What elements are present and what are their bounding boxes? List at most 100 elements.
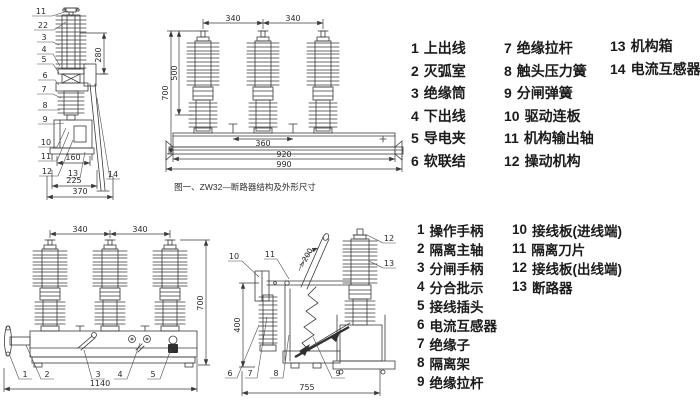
fig2-side-view-drawing: 10 11 12 13 6 7 8 9 >200 400 755 (225, 228, 396, 396)
callout-number: 3 (95, 370, 100, 379)
legend-item-number: 13 (512, 279, 528, 294)
callout-number: 5 (41, 55, 46, 64)
legend-item-label: 绝缘子 (429, 337, 471, 353)
dim-label: 990 (276, 160, 291, 169)
legend-item-label: 隔离主轴 (429, 242, 484, 258)
legend-item-number: 1 (411, 40, 419, 57)
dim-label: 340 (132, 225, 147, 234)
callout-number: 13 (384, 259, 394, 268)
fig1-side-dimension-lines (46, 32, 114, 200)
callout-number: 10 (229, 252, 239, 261)
fig1-side-view-drawing: 11 22 3 4 5 6 7 8 9 10 11 12 13 14 280 1… (32, 7, 120, 200)
fig2-front-view-drawing: 1 2 3 4 5 340 340 700 1140 (3, 225, 210, 392)
legend-item-number: 10 (512, 222, 528, 237)
legend-item-label: 驱动连板 (524, 107, 581, 124)
legend-item-number: 2 (417, 241, 425, 256)
legend-item-number: 11 (504, 130, 519, 147)
legend-item: 11 隔离刀片 (512, 239, 622, 258)
fig1-front-view-drawing: 340 340 700 500 360 920 990 (161, 14, 404, 172)
legend-item-label: 隔离刀片 (531, 242, 586, 258)
fig1-callout-leaders (32, 10, 120, 180)
legend-item-label: 接线板(出线端) (532, 261, 623, 277)
breaker-pole-outline (49, 7, 110, 192)
callout-number: 22 (38, 21, 48, 30)
callout-number: 7 (41, 85, 46, 94)
fig1-front-dimension-lines (165, 19, 403, 172)
plug-component (168, 344, 178, 353)
legend-item-label: 上出线 (423, 40, 466, 57)
legend-item-number: 13 (610, 38, 626, 55)
legend-item-label: 导电夹 (423, 130, 466, 147)
legend-item-number: 14 (610, 60, 626, 77)
disconnect-blade (294, 325, 350, 359)
legend-item: 10 接线板(进线端) (512, 220, 622, 239)
fig2-side-dimension-lines (239, 282, 381, 396)
legend-item-number: 5 (411, 130, 419, 147)
legend-item-label: 机构箱 (630, 38, 673, 55)
callout-number: 8 (42, 101, 47, 110)
legend-item-number: 12 (504, 152, 520, 169)
callout-number: 12 (42, 167, 52, 176)
dim-label: 360 (255, 139, 270, 148)
legend-item-label: 下出线 (423, 107, 466, 124)
legend-item-label: 分闸弹簧 (516, 85, 573, 102)
legend-item-number: 10 (504, 107, 520, 124)
legend-item: 2 隔离主轴 (417, 239, 497, 258)
callout-number: 12 (384, 234, 394, 243)
dim-label: 700 (196, 295, 205, 310)
legend-item-number: 12 (512, 260, 528, 275)
dim-label: 400 (233, 317, 242, 332)
legend-item-number: 8 (417, 355, 425, 370)
legend-item-number: 9 (417, 374, 425, 389)
callout-number: 4 (117, 370, 122, 379)
legend-item-number: 4 (411, 107, 419, 124)
legend-item-number: 2 (411, 62, 419, 79)
dim-label: 370 (72, 187, 87, 196)
legend-item-label: 操动机构 (524, 152, 581, 169)
dim-label: 755 (299, 383, 314, 392)
dim-label: 500 (170, 65, 179, 80)
insulator-poles (32, 239, 188, 332)
dim-label: 1140 (90, 379, 110, 388)
dim-label: 920 (276, 150, 291, 159)
legend-item-label: 灭弧室 (423, 62, 466, 79)
legend-item-number: 7 (504, 40, 512, 57)
callout-number: 9 (42, 115, 47, 124)
callout-number: 6 (227, 369, 232, 378)
dim-label: 340 (72, 225, 87, 234)
legend-item-label: 绝缘筒 (423, 85, 466, 102)
callout-number: 11 (265, 250, 275, 259)
legend-item-number: 11 (512, 241, 527, 256)
legend-item-label: 操作手柄 (429, 223, 484, 239)
callout-number: 2 (44, 370, 49, 379)
legend-item-number: 3 (411, 85, 419, 102)
legend-item-label: 接线板(进线端) (532, 223, 623, 239)
legend-item-number: 9 (504, 85, 512, 102)
legend-item-label: 分合批示 (429, 280, 484, 296)
callout-number: 14 (108, 170, 118, 179)
legend-item-label: 机构输出轴 (523, 130, 594, 147)
legend-item-label: 接线插头 (429, 299, 484, 315)
callout-number: 4 (41, 45, 46, 54)
legend-item-label: 隔离架 (429, 356, 471, 372)
fig2-front-callout-leaders (9, 342, 172, 380)
